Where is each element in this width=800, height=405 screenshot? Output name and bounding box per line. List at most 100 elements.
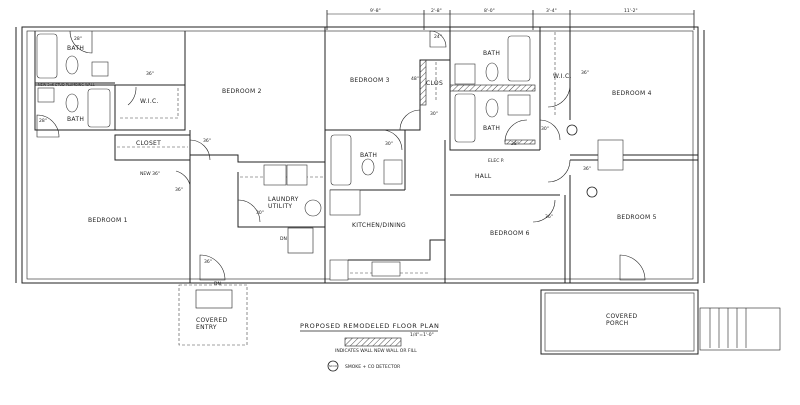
door-size: 36" <box>175 187 183 193</box>
door-swing <box>619 254 646 281</box>
door-swing <box>532 199 556 223</box>
room-label: KITCHEN/DINING <box>352 222 406 229</box>
room-label: BATH <box>67 45 84 52</box>
room-label: ENTRY <box>196 324 217 331</box>
room-label: BEDROOM 2 <box>222 88 262 95</box>
room-labels: BATH NEW 2x6 STUD PLUMBING WALL BATH W.I… <box>38 45 656 287</box>
door-swing <box>399 109 421 131</box>
door-swing <box>547 84 571 108</box>
interior-stairs <box>287 227 314 254</box>
interior-walls <box>34 27 698 283</box>
plan-title: PROPOSED REMODELED FLOOR PLAN <box>300 322 440 330</box>
range-icon <box>329 259 349 281</box>
door-size: 36" <box>545 214 553 220</box>
door-swing <box>36 114 60 138</box>
sink-icon <box>454 63 476 85</box>
toilet-icon <box>485 62 499 82</box>
door-size: 48" <box>411 76 419 82</box>
kitchen-sink-icon <box>371 261 401 277</box>
dimension-line: 9'-8" 2'-8" 8'-0" 3'-4" 11'-2" <box>326 8 695 30</box>
toilet-icon <box>65 55 79 75</box>
door-size: NEW 36" <box>140 171 160 177</box>
sink-icon <box>91 61 109 77</box>
door-size: 28" <box>39 118 47 124</box>
door-size: 30" <box>385 141 393 147</box>
door-swing <box>539 119 561 141</box>
new-walls <box>419 59 536 145</box>
legend-label: SMOKE + CO DETECTOR <box>345 364 400 370</box>
door-size: 36" <box>146 71 154 77</box>
bathtub-icon <box>36 33 58 79</box>
sink-icon <box>37 87 55 103</box>
door-size: 36" <box>581 70 589 76</box>
room-label: BEDROOM 3 <box>350 77 390 84</box>
dryer-icon <box>286 164 308 186</box>
smoke-detector-icon <box>586 186 598 198</box>
dimension-label: 2'-8" <box>431 8 442 14</box>
door-size: 28" <box>511 141 519 147</box>
stair-label: DN <box>214 281 221 287</box>
room-label: CLOS <box>426 80 443 87</box>
room-label: CLOSET <box>136 140 161 147</box>
refrigerator-icon <box>329 189 361 216</box>
legend-label: INDICATES WALL NEW WALL OR FILL <box>335 348 417 354</box>
dimension-label: 11'-2" <box>624 8 638 14</box>
washer-icon <box>263 164 287 186</box>
room-label: W.I.C. <box>140 98 159 105</box>
door-swing <box>429 30 447 48</box>
door-size: 36" <box>203 138 211 144</box>
room-label: COVERED <box>606 313 637 320</box>
door-size: 24" <box>434 34 442 40</box>
room-label: UTILITY <box>268 203 292 210</box>
door-size: 28" <box>74 36 82 42</box>
smoke-detector-icon <box>327 360 339 372</box>
door-swing <box>381 129 403 151</box>
covered-entry: COVERED ENTRY <box>178 284 248 346</box>
door-size: 30" <box>541 126 549 132</box>
scale-label: 1/4"=1'-0" <box>410 332 434 338</box>
room-label: BATH <box>67 116 84 123</box>
bathtub-icon <box>330 134 352 186</box>
room-label: COVERED <box>196 317 227 324</box>
detector-symbol: SD CO <box>329 364 337 368</box>
door-size: 36" <box>204 259 212 265</box>
room-label: BATH <box>483 125 500 132</box>
room-label: BEDROOM 4 <box>612 90 652 97</box>
stair-label: DN <box>280 236 287 242</box>
door-swing <box>127 86 137 106</box>
fixtures <box>36 33 624 281</box>
door-swing <box>189 139 211 161</box>
room-label: BATH <box>360 152 377 159</box>
smoke-detectors <box>566 124 598 198</box>
sink-icon <box>383 159 403 185</box>
covered-porch: COVERED PORCH <box>540 289 781 355</box>
bathtub-icon <box>507 35 531 82</box>
dimension-label: 8'-0" <box>484 8 495 14</box>
porch-stairs <box>699 307 781 351</box>
room-label: BATH <box>483 50 500 57</box>
room-label: HALL <box>475 173 492 180</box>
room-label: NEW 2x6 STUD PLUMBING WALL <box>38 83 95 87</box>
door-swing <box>504 119 528 143</box>
room-label: BEDROOM 6 <box>490 230 530 237</box>
door-size: 36" <box>583 166 591 172</box>
toilet-icon <box>361 158 375 176</box>
door-swing <box>199 254 226 281</box>
doors <box>36 30 646 281</box>
door-size: 30" <box>430 111 438 117</box>
new-wall-legend-swatch <box>344 337 402 347</box>
toilet-icon <box>65 93 79 113</box>
dimension-label: 9'-8" <box>370 8 381 14</box>
stair-icon <box>597 139 624 171</box>
door-swing <box>69 30 93 54</box>
door-swing <box>237 199 261 223</box>
toilet-icon <box>485 98 499 118</box>
door-size: 30" <box>256 210 264 216</box>
water-heater-icon <box>304 199 322 217</box>
bathtub-icon <box>87 88 111 128</box>
room-label: PORCH <box>606 320 628 327</box>
door-swing <box>547 159 571 183</box>
dimension-label: 3'-4" <box>546 8 557 14</box>
door-swing <box>175 170 191 186</box>
